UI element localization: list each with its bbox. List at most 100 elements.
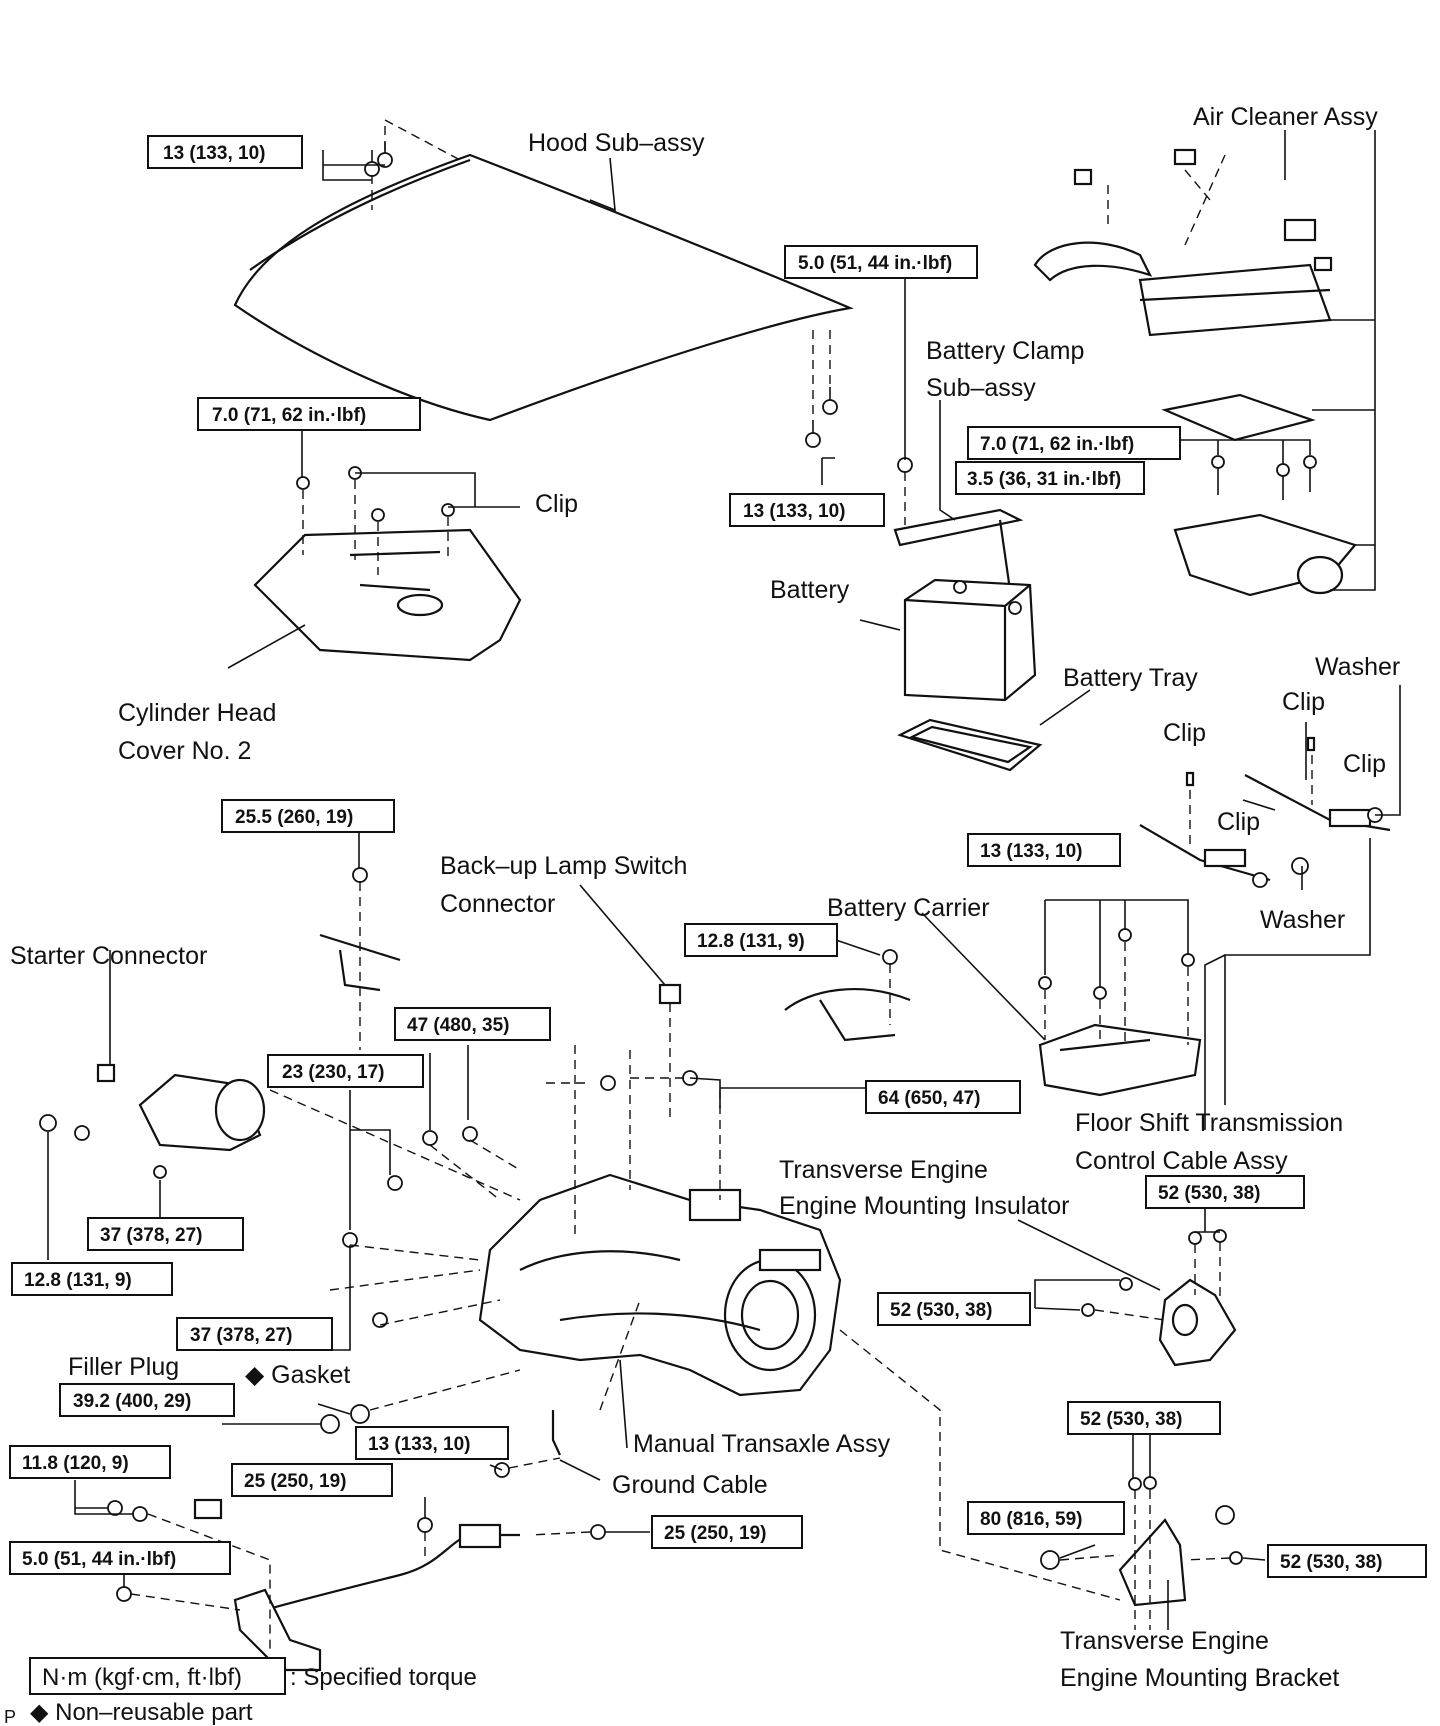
torque-box: 3.5 (36, 31 in.·lbf) [955, 461, 1145, 495]
cylinder-head-cover-drawing [253, 528, 522, 662]
svg-text:47 (480, 35): 47 (480, 35) [407, 1015, 509, 1036]
label-mount-bracket-1: Transverse Engine [1060, 1627, 1269, 1655]
torque-box: 52 (530, 38) [877, 1292, 1031, 1326]
torque-box: 37 (378, 27) [176, 1317, 333, 1351]
torque-box: 37 (378, 27) [87, 1217, 244, 1251]
intake-hose-drawing [1033, 241, 1153, 282]
svg-text:64 (650, 47): 64 (650, 47) [878, 1088, 980, 1109]
part-drawings [39, 118, 1391, 1672]
torque-box: 25.5 (260, 19) [221, 799, 395, 833]
svg-text:7.0 (71, 62 in.·lbf): 7.0 (71, 62 in.·lbf) [212, 405, 366, 426]
torque-box: 52 (530, 38) [1145, 1175, 1305, 1209]
label-floor-shift-1: Floor Shift Transmission [1075, 1109, 1343, 1137]
label-battery-clamp-2: Sub–assy [926, 374, 1036, 402]
torque-box: 23 (230, 17) [267, 1054, 424, 1088]
svg-text:13 (133, 10): 13 (133, 10) [368, 1434, 470, 1455]
svg-text:39.2 (400, 29): 39.2 (400, 29) [73, 1391, 191, 1412]
svg-text:52 (530, 38): 52 (530, 38) [1280, 1552, 1382, 1573]
air-filter-drawing [1161, 393, 1316, 442]
legend-non-reusable: ◆ Non–reusable part [30, 1699, 253, 1726]
torque-box: 12.8 (131, 9) [11, 1262, 173, 1296]
air-cleaner-bolts [1211, 455, 1317, 500]
label-washer-top: Washer [1315, 653, 1400, 681]
label-cylinder-head-2: Cover No. 2 [118, 737, 251, 765]
svg-text:7.0 (71, 62 in.·lbf): 7.0 (71, 62 in.·lbf) [980, 434, 1134, 455]
part-labels: Air Cleaner Assy Hood Sub–assy Battery C… [10, 103, 1400, 1692]
label-floor-shift-2: Control Cable Assy [1075, 1147, 1288, 1175]
label-clip-a: Clip [1282, 688, 1325, 716]
torque-box: 5.0 (51, 44 in.·lbf) [784, 245, 978, 279]
svg-text:23 (230, 17): 23 (230, 17) [282, 1062, 384, 1083]
torque-box: 13 (133, 10) [967, 833, 1121, 867]
svg-text:13 (133, 10): 13 (133, 10) [163, 143, 265, 164]
label-cylinder-head-1: Cylinder Head [118, 699, 276, 727]
torque-box: 52 (530, 38) [1267, 1544, 1427, 1578]
label-backup-lamp-1: Back–up Lamp Switch [440, 852, 687, 880]
legend: N·m (kgf·cm, ft·lbf) : Specified torque … [4, 1657, 477, 1726]
label-filler-plug: Filler Plug [68, 1353, 179, 1381]
legend-unit: N·m (kgf·cm, ft·lbf) [42, 1664, 242, 1691]
label-battery-carrier: Battery Carrier [827, 894, 990, 922]
label-mount-insulator-1: Transverse Engine [779, 1156, 988, 1184]
torque-box: 52 (530, 38) [1067, 1401, 1221, 1435]
transaxle-bolts [342, 1070, 698, 1328]
svg-text:37 (378, 27): 37 (378, 27) [100, 1225, 202, 1246]
legend-prefix: P [4, 1707, 16, 1726]
legend-specified-torque: : Specified torque [290, 1664, 477, 1691]
label-battery: Battery [770, 576, 850, 604]
air-cleaner-upper-drawing [1138, 263, 1332, 337]
svg-text:3.5 (36, 31 in.·lbf): 3.5 (36, 31 in.·lbf) [967, 469, 1121, 490]
svg-text:37 (378, 27): 37 (378, 27) [190, 1325, 292, 1346]
legend-unit-box [29, 1657, 286, 1695]
mount-bracket-drawing [1118, 1518, 1187, 1607]
hood-bolts [364, 142, 838, 448]
label-battery-clamp-1: Battery Clamp [926, 337, 1084, 365]
svg-text:52 (530, 38): 52 (530, 38) [1158, 1183, 1260, 1204]
torque-box: 11.8 (120, 9) [9, 1445, 171, 1479]
torque-box: 39.2 (400, 29) [59, 1383, 235, 1417]
svg-text:13 (133, 10): 13 (133, 10) [980, 841, 1082, 862]
svg-text:5.0 (51, 44 in.·lbf): 5.0 (51, 44 in.·lbf) [22, 1549, 176, 1570]
label-clip-d: Clip [1217, 808, 1260, 836]
leader-lines [47, 130, 1401, 1630]
torque-box: 5.0 (51, 44 in.·lbf) [9, 1541, 231, 1575]
svg-text:52 (530, 38): 52 (530, 38) [1080, 1409, 1182, 1430]
label-battery-tray: Battery Tray [1063, 664, 1198, 692]
battery-tray-drawing [897, 718, 1043, 772]
torque-box: 7.0 (71, 62 in.·lbf) [967, 426, 1181, 460]
label-backup-lamp-2: Connector [440, 890, 555, 918]
torque-box: 12.8 (131, 9) [684, 923, 838, 957]
hood-drawing [233, 153, 854, 422]
label-washer-mid: Washer [1260, 906, 1345, 934]
ground-cable-drawing [551, 1410, 561, 1456]
battery-clamp-drawing [893, 508, 1024, 591]
torque-box: 13 (133, 10) [355, 1426, 509, 1460]
label-hood: Hood Sub–assy [528, 129, 705, 157]
label-starter-connector: Starter Connector [10, 942, 207, 970]
svg-text:80 (816, 59): 80 (816, 59) [980, 1509, 1082, 1530]
torque-box: 80 (816, 59) [967, 1501, 1125, 1535]
torque-boxes: 13 (133, 10) 5.0 (51, 44 in.·lbf) 7.0 (7… [9, 135, 1427, 1578]
svg-text:25 (250, 19): 25 (250, 19) [244, 1471, 346, 1492]
torque-box: 25 (250, 19) [231, 1463, 393, 1497]
clutch-line-drawing [264, 1533, 520, 1612]
svg-text:12.8 (131, 9): 12.8 (131, 9) [24, 1270, 132, 1291]
svg-text:13 (133, 10): 13 (133, 10) [743, 501, 845, 522]
label-clip-c: Clip [1343, 750, 1386, 778]
label-clip-b: Clip [1163, 719, 1206, 747]
battery-carrier-drawing [1038, 1023, 1202, 1097]
label-ground-cable: Ground Cable [612, 1471, 768, 1499]
harness-bracket-drawing [784, 988, 911, 1042]
torque-box: 13 (133, 10) [147, 135, 303, 169]
svg-text:52 (530, 38): 52 (530, 38) [890, 1300, 992, 1321]
label-gasket: ◆ Gasket [245, 1361, 350, 1389]
label-mount-insulator-2: Engine Mounting Insulator [779, 1192, 1069, 1220]
torque-box: 13 (133, 10) [729, 493, 885, 527]
label-clip-cover: Clip [535, 490, 578, 518]
svg-text:11.8 (120, 9): 11.8 (120, 9) [22, 1453, 129, 1474]
label-air-cleaner: Air Cleaner Assy [1193, 103, 1378, 131]
svg-text:25.5 (260, 19): 25.5 (260, 19) [235, 807, 353, 828]
torque-box: 64 (650, 47) [865, 1080, 1021, 1114]
battery-drawing [903, 578, 1037, 702]
